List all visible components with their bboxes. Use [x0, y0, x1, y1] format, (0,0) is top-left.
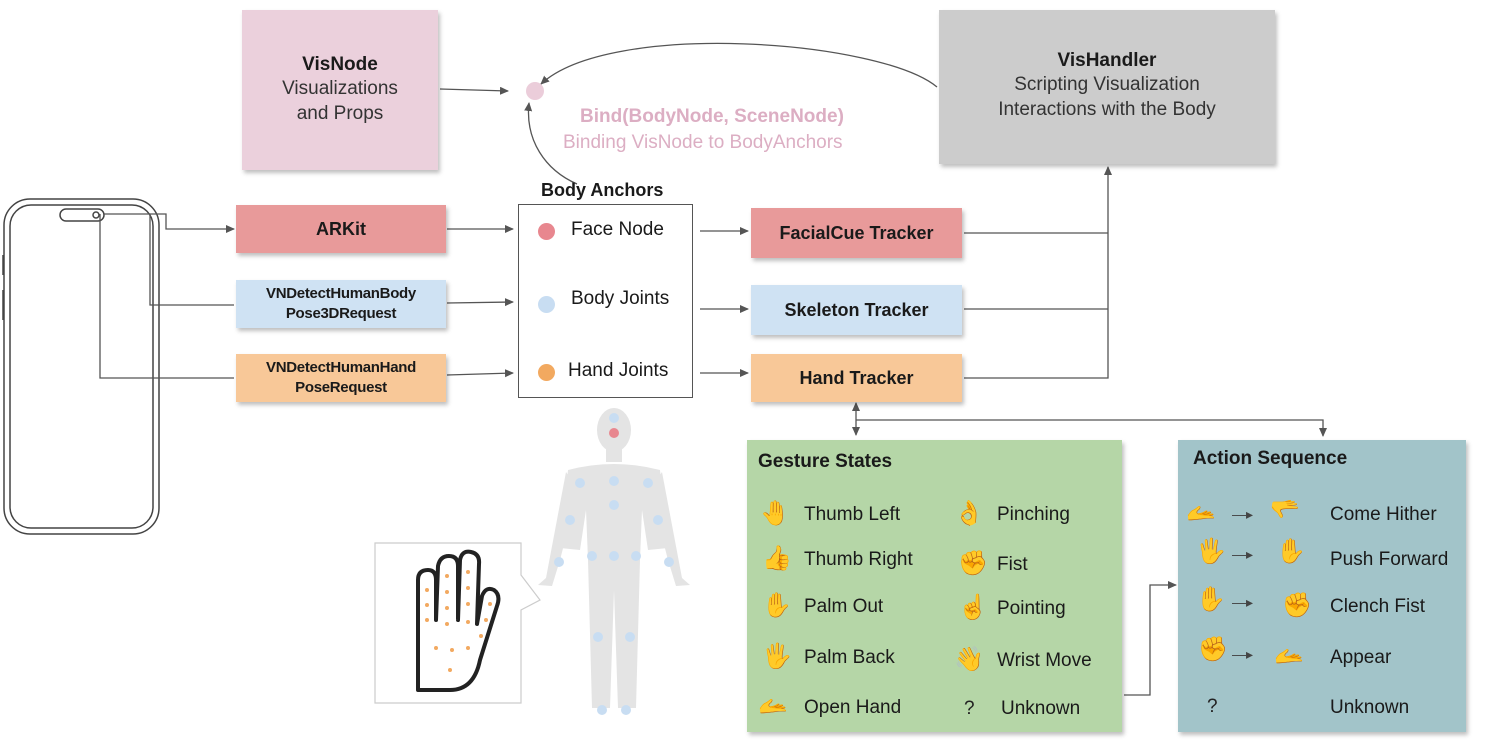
skeleton-tracker-label: Skeleton Tracker: [784, 299, 929, 320]
body-joint-dots: [554, 413, 674, 715]
bind-label-line1: Bind(BodyNode, SceneNode): [580, 106, 844, 127]
action-appear: Appear: [1330, 647, 1392, 668]
palm-out-icon: ✋: [762, 592, 792, 619]
gesture-palm-out: Palm Out: [804, 596, 884, 617]
arkit-label: ARKit: [316, 218, 366, 239]
come-hither-end-icon: 🫳: [1270, 496, 1300, 523]
hand-callout: [374, 542, 541, 704]
gesture-unknown-symbol: ?: [964, 698, 975, 719]
vishandler-box: VisHandler Scripting Visualization Inter…: [939, 10, 1275, 164]
gesture-pointing: Pointing: [997, 598, 1066, 619]
vishandler-title: VisHandler: [1057, 50, 1157, 71]
bind-label-line2: Binding VisNode to BodyAnchors: [563, 132, 843, 153]
visnode-line2: and Props: [296, 103, 384, 124]
body-pose-request-box: VNDetectHumanBody Pose3DRequest: [236, 280, 446, 328]
skeleton-tracker-box: Skeleton Tracker: [751, 285, 962, 335]
clench-fist-start-icon: ✋: [1196, 586, 1226, 613]
face-node-dot: [538, 223, 555, 240]
clench-fist-end-icon: ✊: [1282, 592, 1312, 619]
hand-joint-dots: [425, 570, 492, 672]
action-unknown: Unknown: [1330, 697, 1410, 718]
action-sequence-panel: [1178, 440, 1466, 732]
palm-back-icon: 🖐: [762, 643, 792, 670]
action-clench-fist: Clench Fist: [1330, 596, 1426, 617]
push-forward-start-icon: 🖐: [1196, 538, 1226, 565]
appear-end-icon: 🫴: [1274, 643, 1304, 670]
gesture-thumb-left: Thumb Left: [804, 504, 901, 525]
hand-joints-dot: [538, 364, 555, 381]
gesture-unknown: Unknown: [1001, 698, 1081, 719]
gesture-fist: Fist: [997, 554, 1028, 575]
vishandler-line1: Scripting Visualization: [1014, 74, 1200, 95]
pointing-icon: ☝: [958, 594, 988, 621]
clench-fist-arrow-icon: —▸: [1232, 594, 1254, 610]
action-push-forward: Push Forward: [1330, 549, 1449, 570]
wrist-move-icon: 👋: [954, 646, 984, 673]
gesture-states-panel: [747, 440, 1122, 732]
pinching-icon: 👌: [954, 500, 984, 527]
hand-pose-request-line2: PoseRequest: [295, 379, 387, 396]
action-unknown-symbol: ?: [1207, 696, 1218, 717]
open-hand-icon: 🫴: [758, 693, 788, 720]
visnode-line1: Visualizations: [282, 78, 398, 99]
gesture-states-title: Gesture States: [758, 451, 893, 472]
gesture-thumb-right: Thumb Right: [804, 549, 913, 570]
facialcue-tracker-box: FacialCue Tracker: [751, 208, 962, 258]
visnode-box: VisNode Visualizations and Props: [242, 10, 438, 170]
visnode-title: VisNode: [302, 54, 378, 75]
thumb-left-icon: 🤚: [760, 500, 790, 527]
vishandler-line2: Interactions with the Body: [998, 99, 1216, 120]
body-joints-label: Body Joints: [571, 288, 670, 309]
bind-node-dot: [526, 82, 544, 100]
body-joints-dot: [538, 296, 555, 313]
arkit-box: ARKit: [236, 205, 446, 253]
human-silhouette: [538, 408, 690, 708]
face-node-label: Face Node: [571, 219, 664, 240]
come-hither-arrow-icon: —▸: [1232, 506, 1254, 522]
hand-pose-request-box: VNDetectHumanHand PoseRequest: [236, 354, 446, 402]
gesture-wrist-move: Wrist Move: [997, 650, 1092, 671]
hand-pose-request-line1: VNDetectHumanHand: [266, 359, 416, 376]
face-joint-dot: [609, 428, 619, 438]
appear-start-icon: ✊: [1198, 636, 1228, 663]
hand-tracker-label: Hand Tracker: [799, 367, 914, 388]
hand-tracker-box: Hand Tracker: [751, 354, 962, 402]
action-sequence-title: Action Sequence: [1193, 448, 1348, 469]
action-come-hither: Come Hither: [1330, 504, 1437, 525]
gesture-open-hand: Open Hand: [804, 697, 902, 718]
appear-arrow-icon: —▸: [1232, 646, 1254, 662]
gesture-pinching: Pinching: [997, 504, 1070, 525]
phone-outline: [2, 198, 160, 535]
thumb-right-icon: 👍: [762, 545, 792, 572]
come-hither-start-icon: 🫴: [1186, 500, 1216, 527]
body-pose-request-line2: Pose3DRequest: [285, 305, 397, 322]
push-forward-end-icon: ✋: [1276, 538, 1306, 565]
facialcue-tracker-label: FacialCue Tracker: [779, 222, 934, 243]
hand-joints-label: Hand Joints: [568, 360, 669, 381]
gesture-palm-back: Palm Back: [804, 647, 895, 668]
body-anchors-title: Body Anchors: [541, 180, 664, 200]
push-forward-arrow-icon: —▸: [1232, 546, 1254, 562]
fist-icon: ✊: [958, 550, 988, 577]
body-pose-request-line1: VNDetectHumanBody: [266, 285, 416, 302]
